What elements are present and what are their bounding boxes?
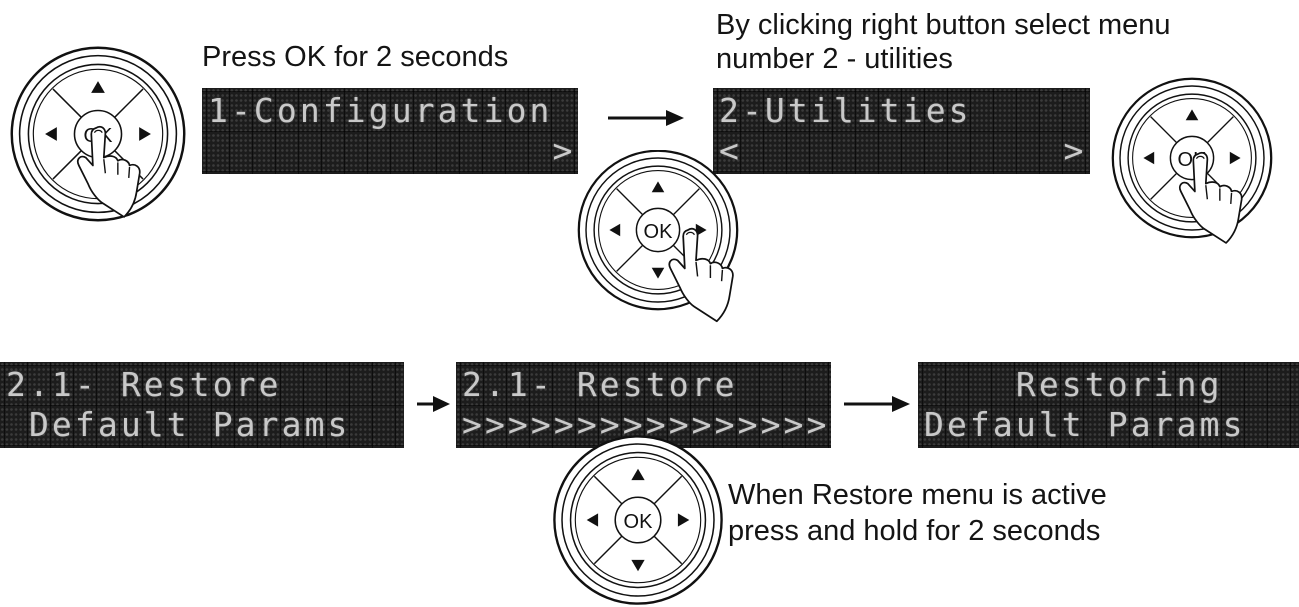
joystick-icon: OK xyxy=(553,435,723,605)
caption-hold-line1: When Restore menu is active xyxy=(728,479,1107,511)
arrow-right-icon xyxy=(608,110,684,126)
lcd-line-1: 2.1- Restore xyxy=(462,365,738,404)
joystick-ok-press-icon: OK xyxy=(10,46,186,222)
lcd-line-2: < > xyxy=(719,131,1087,170)
lcd-line-1: Restoring xyxy=(924,365,1223,404)
lcd-utilities: 2-Utilities < > xyxy=(713,88,1090,174)
lcd-line-2: > xyxy=(208,131,576,170)
caption-hold-line2: press and hold for 2 seconds xyxy=(728,515,1101,547)
lcd-restoring: Restoring Default Params xyxy=(918,362,1299,448)
ok-label: OK xyxy=(644,221,674,243)
lcd-configuration: 1-Configuration > xyxy=(202,88,578,174)
arrow-right-icon xyxy=(417,396,450,412)
ok-label: OK xyxy=(624,511,654,533)
caption-select-menu-line1: By clicking right button select menu xyxy=(716,9,1171,41)
lcd-line-1: 2-Utilities xyxy=(719,91,972,130)
lcd-line-2: Default Params xyxy=(6,405,351,444)
lcd-restore: 2.1- Restore Default Params xyxy=(0,362,404,448)
lcd-line-2: Default Params xyxy=(924,405,1246,444)
lcd-restore-progress: 2.1- Restore >>>>>>>>>>>>>>>> xyxy=(456,362,831,448)
arrow-right-icon xyxy=(844,396,910,412)
caption-press-ok: Press OK for 2 seconds xyxy=(202,41,509,73)
joystick-right-press-icon: OK xyxy=(577,150,739,323)
lcd-line-1: 2.1- Restore xyxy=(6,365,282,404)
lcd-line-1: 1-Configuration xyxy=(208,91,553,130)
joystick-ok-press-icon: OK xyxy=(1111,77,1273,244)
caption-select-menu-line2: number 2 - utilities xyxy=(716,43,953,75)
